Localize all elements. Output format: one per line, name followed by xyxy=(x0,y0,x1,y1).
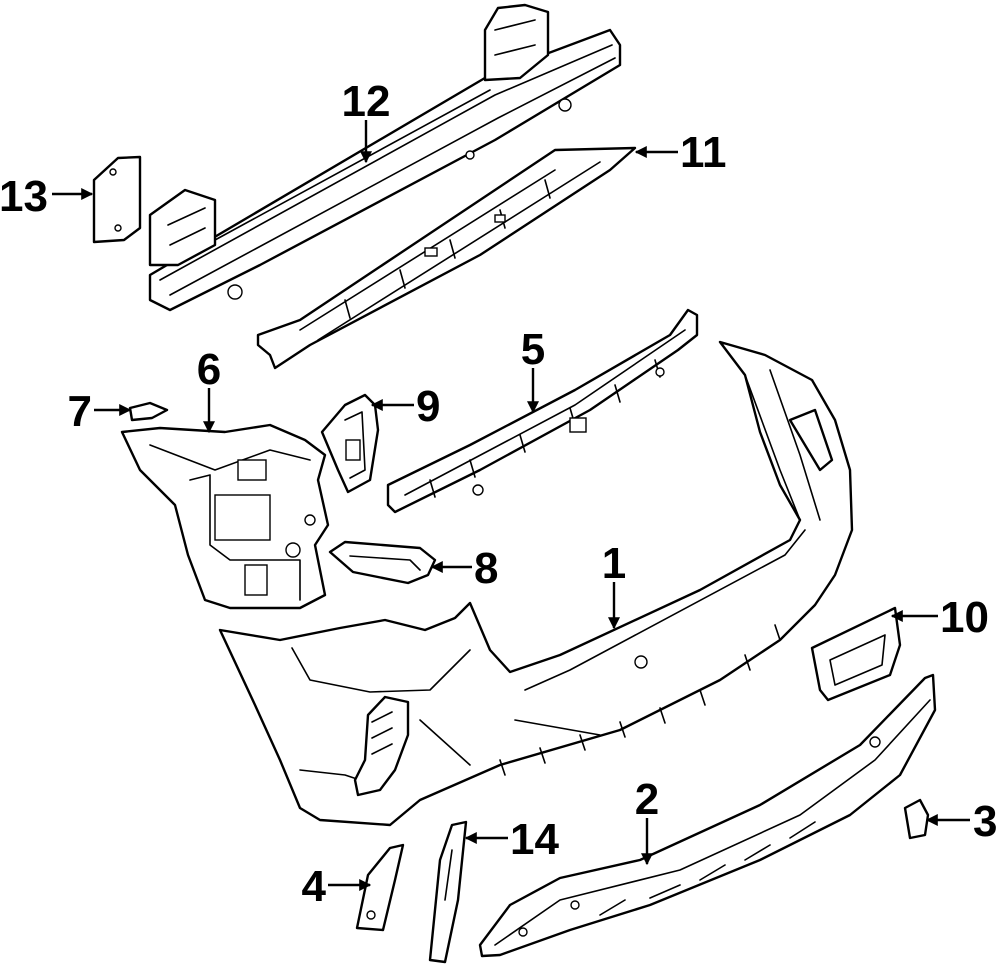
part-3-clip[interactable] xyxy=(903,798,930,840)
callout-2: 2 xyxy=(635,775,659,824)
callout-8: 8 xyxy=(474,544,498,593)
callout-6: 6 xyxy=(197,345,221,394)
callout-12: 12 xyxy=(342,77,391,126)
part-11-energy-absorber[interactable] xyxy=(256,146,637,370)
part-2-lower-valance[interactable] xyxy=(478,673,937,958)
part-8-reflector[interactable] xyxy=(328,540,437,585)
part-7-clip[interactable] xyxy=(128,401,169,422)
part-1-bumper-cover[interactable] xyxy=(218,340,854,827)
callout-10: 10 xyxy=(940,593,989,642)
part-6-side-bracket[interactable] xyxy=(120,423,330,610)
callout-13: 13 xyxy=(0,172,48,221)
callout-labels: 12 11 13 5 6 7 9 8 1 10 2 3 4 14 xyxy=(0,77,997,911)
callout-9: 9 xyxy=(416,382,440,431)
part-12-reinforcement-beam[interactable] xyxy=(148,3,622,312)
callout-1: 1 xyxy=(602,539,626,588)
part-5-upper-bracket[interactable] xyxy=(386,308,699,514)
callout-11: 11 xyxy=(680,128,727,177)
callout-3: 3 xyxy=(973,797,997,846)
part-4-corner-trim[interactable] xyxy=(355,843,405,932)
callout-leaders xyxy=(52,120,970,891)
part-9-mount-clip[interactable] xyxy=(320,393,380,494)
callout-5: 5 xyxy=(521,325,545,374)
callout-14: 14 xyxy=(510,815,559,864)
callout-7: 7 xyxy=(68,387,92,436)
callout-4: 4 xyxy=(302,862,327,911)
part-14-vertical-strip[interactable] xyxy=(428,820,468,964)
part-13-bracket-plate[interactable] xyxy=(92,155,142,244)
part-10-side-reflector[interactable] xyxy=(810,606,902,702)
